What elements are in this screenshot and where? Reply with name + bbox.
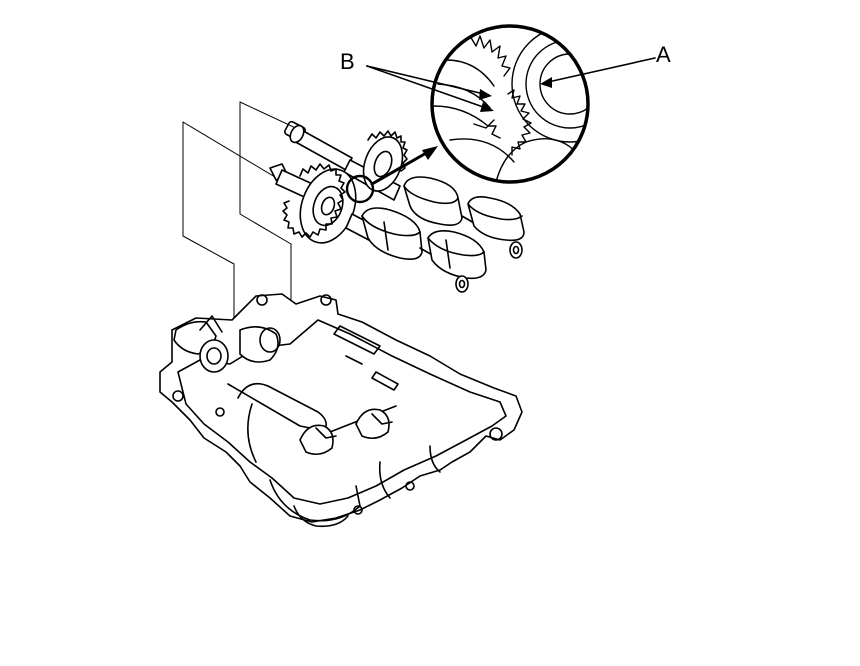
balancer-shafts (269, 120, 525, 293)
callout-b-leader-1 (366, 65, 485, 95)
front-balancer-shaft (269, 163, 487, 293)
balancer-housing (159, 293, 523, 528)
callout-label-a: A (656, 42, 671, 67)
callout-label-b: B (340, 49, 355, 74)
gear-mesh-detail-view (366, 24, 656, 184)
callout-a-leader (547, 57, 656, 83)
detail-pointer-arrow (370, 146, 438, 186)
rear-balancer-shaft (284, 120, 525, 259)
gear-mesh-circle (345, 174, 375, 204)
callout-b-leader-2 (366, 65, 487, 109)
detail-circle-border (430, 24, 590, 184)
